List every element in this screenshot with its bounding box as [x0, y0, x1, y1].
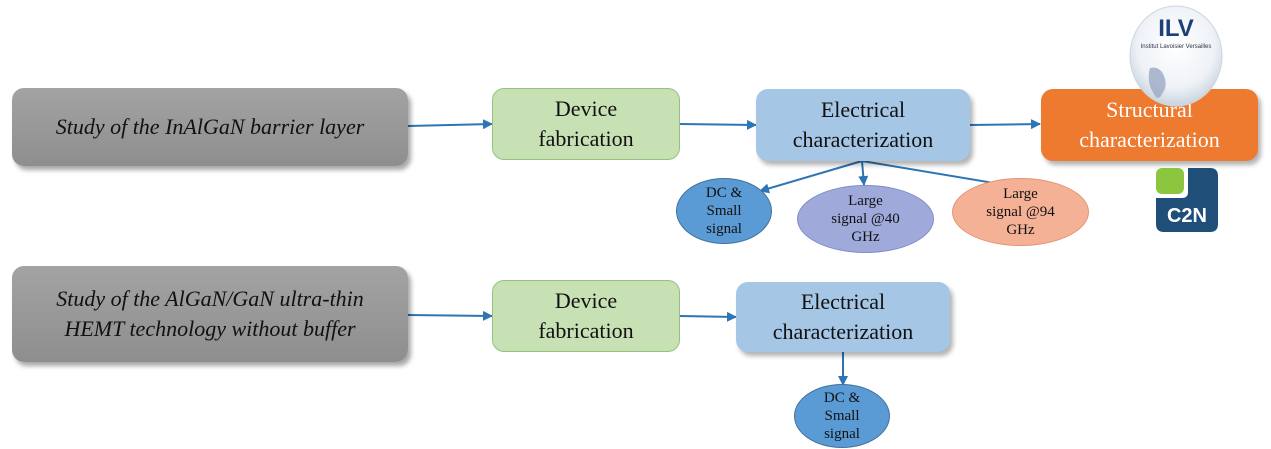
study-algan-gan-box: Study of the AlGaN/GaN ultra-thin HEMT t…: [12, 266, 408, 362]
arrow-study-to-device-1: [407, 119, 493, 130]
c2n-logo: C2N: [1156, 168, 1218, 232]
structural-characterization-box: Structural characterization: [1041, 89, 1258, 161]
arrow-electrical-to-40ghz: [858, 160, 869, 186]
electrical-characterization-label-2: Electrical characterization: [772, 289, 914, 344]
arrow-device-to-electrical-2: [679, 311, 737, 322]
device-fabrication-box-2: Device fabrication: [492, 280, 680, 352]
arrow-electrical-to-dc: [759, 160, 863, 194]
ellipse-dc-small-signal-1: DC & Small signal: [676, 178, 772, 244]
structural-characterization-label: Structural characterization: [1079, 97, 1220, 152]
study-inalgan-box: Study of the InAlGaN barrier layer: [12, 88, 408, 166]
electrical-characterization-label: Electrical characterization: [792, 97, 934, 152]
arrow-study-to-device-2: [407, 310, 493, 321]
electrical-characterization-box-1: Electrical characterization: [756, 89, 970, 161]
study-algan-gan-line1: Study of the AlGaN/GaN ultra-thin: [56, 286, 364, 311]
ellipse-dc-small-signal-2: DC & Small signal: [794, 384, 890, 448]
device-fabrication-box-1: Device fabrication: [492, 88, 680, 160]
ellipse-large-signal-94ghz: Large signal @94 GHz: [952, 178, 1089, 246]
ilv-logo-subtitle: Institut Lavoisier Versailles: [1141, 44, 1212, 50]
c2n-logo-text: C2N: [1167, 205, 1207, 227]
ellipse-large-signal-40ghz-label: Large signal @40 GHz: [831, 193, 900, 245]
device-fabrication-label: Device fabrication: [538, 96, 634, 151]
ilv-logo: ILV Institut Lavoisier Versailles: [1128, 2, 1224, 108]
ellipse-dc-small-signal-label-2: DC & Small signal: [823, 390, 861, 442]
study-inalgan-label: Study of the InAlGaN barrier layer: [55, 114, 365, 139]
ellipse-large-signal-40ghz: Large signal @40 GHz: [797, 185, 934, 253]
arrow-device-to-electrical-1: [679, 119, 757, 130]
study-algan-gan-line2: HEMT technology without buffer: [64, 316, 356, 341]
ilv-logo-text: ILV: [1158, 15, 1194, 42]
ellipse-dc-small-signal-label: DC & Small signal: [705, 185, 743, 237]
electrical-characterization-box-2: Electrical characterization: [736, 282, 950, 352]
device-fabrication-label-2: Device fabrication: [538, 288, 634, 343]
ellipse-large-signal-94ghz-label: Large signal @94 GHz: [986, 186, 1055, 238]
arrow-electrical-to-structural: [969, 119, 1041, 130]
